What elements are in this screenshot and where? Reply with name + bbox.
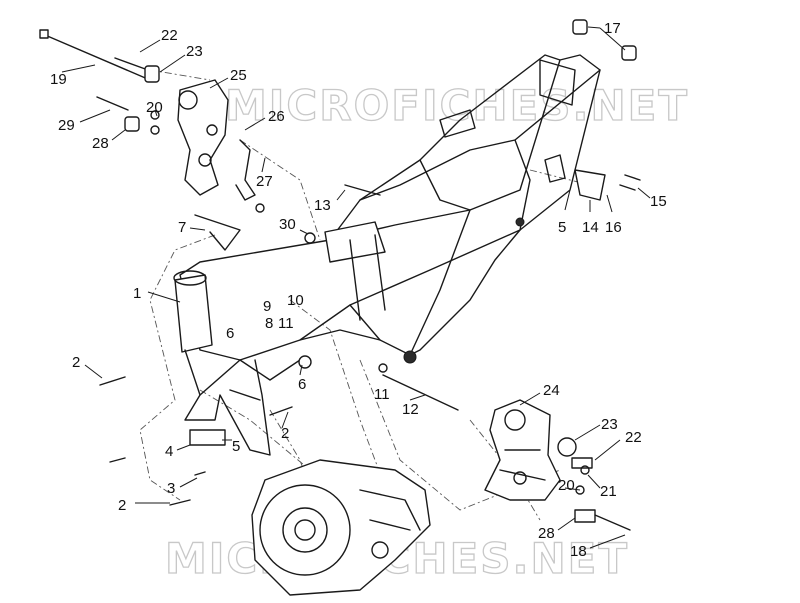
- main-frame: [173, 54, 601, 456]
- callout-10: 10: [287, 292, 304, 309]
- callout-3: 3: [167, 480, 175, 497]
- callout-2-bottom: 2: [118, 497, 126, 514]
- callout-19: 19: [50, 71, 67, 88]
- callout-25: 25: [230, 67, 247, 84]
- callout-17: 17: [604, 20, 621, 37]
- callout-20-lower: 20: [558, 477, 575, 494]
- watermark-top: MICROFICHES.NET: [225, 81, 689, 130]
- callout-28: 28: [92, 135, 109, 152]
- callout-16: 16: [605, 219, 622, 236]
- callout-23: 23: [186, 43, 203, 60]
- callout-4: 4: [165, 443, 173, 460]
- callout-13: 13: [314, 197, 331, 214]
- callout-11: 11: [278, 315, 294, 332]
- callout-7: 7: [178, 219, 186, 236]
- callout-9: 9: [263, 298, 271, 315]
- callout-1: 1: [133, 285, 141, 302]
- callout-2-mid: 2: [281, 425, 289, 442]
- callout-18: 18: [570, 543, 587, 560]
- callout-29: 29: [58, 117, 75, 134]
- callout-14: 14: [582, 219, 599, 236]
- callout-27: 27: [256, 173, 273, 190]
- callout-12: 12: [402, 401, 419, 418]
- callout-22-lower: 22: [625, 429, 642, 446]
- callout-labels: 22 23 19 25 20 29 28 26 27 17 13 30 7 15…: [50, 20, 667, 560]
- callout-30: 30: [279, 216, 296, 233]
- callout-15: 15: [650, 193, 667, 210]
- callout-20: 20: [146, 99, 163, 116]
- engine-mount-right: [484, 399, 561, 501]
- leader-lines: [61, 26, 651, 549]
- callout-8: 8: [265, 315, 273, 332]
- hardware: [39, 19, 641, 531]
- callout-21: 21: [600, 483, 617, 500]
- callout-5: 5: [558, 219, 566, 236]
- callout-23-lower: 23: [601, 416, 618, 433]
- callout-26: 26: [268, 108, 285, 125]
- callout-6-lower: 6: [298, 376, 306, 393]
- callout-24: 24: [543, 382, 560, 399]
- callout-5-lower: 5: [232, 438, 240, 455]
- gearbox-housing: [251, 459, 431, 596]
- engine-mount-left: [177, 79, 256, 201]
- callout-28-lower: 28: [538, 525, 555, 542]
- callout-11-lower: 11: [374, 386, 390, 403]
- callout-2: 2: [72, 354, 80, 371]
- callout-22: 22: [161, 27, 178, 44]
- callout-6: 6: [226, 325, 234, 342]
